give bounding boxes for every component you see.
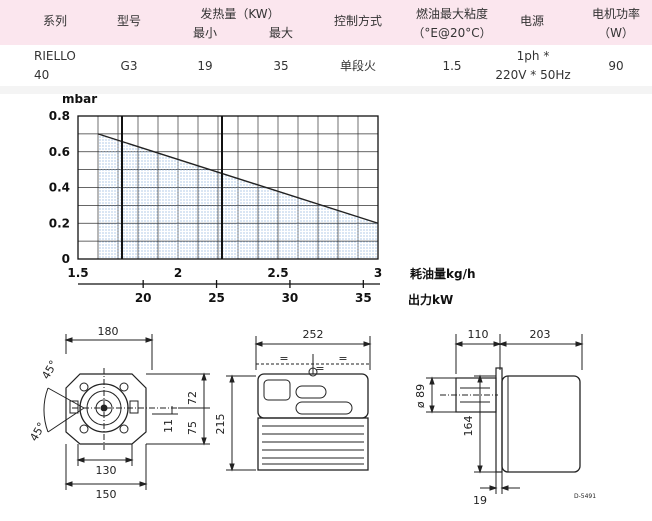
dim-profile-width-110: 110: [468, 328, 489, 341]
chart-x-label: 耗油量kg/h: [410, 266, 476, 281]
chart-x-tick-label: 1.5: [67, 266, 88, 280]
drawing-id: D-5491: [574, 493, 596, 500]
chart-y-tick-label: 0.2: [49, 216, 70, 230]
pressure-chart: mbar 0 0.2 0.4 0.6 0.8 1.5 2 2.5 3 耗油量kg/h 20 25…: [49, 94, 476, 307]
header-motor: 电机功率: [591, 7, 640, 21]
chart-y-tick-label: 0: [62, 252, 70, 266]
header-model: 型号: [116, 14, 141, 28]
dim-profile-diameter: ø 89: [414, 384, 427, 408]
header-viscosity-unit: （°E@20°C）: [412, 26, 492, 40]
chart-x-tick-label: 3: [374, 266, 382, 280]
chart-x2-ticks: 20 25 30 35: [135, 280, 372, 305]
chart-frame: [77, 115, 379, 260]
section-divider: [0, 86, 652, 94]
cell-control: 单段火: [339, 59, 376, 73]
chart-x-tick-label: 2: [174, 266, 182, 280]
chart-x2-tick-label: 20: [135, 291, 152, 305]
chart-x2-tick-label: 30: [282, 291, 299, 305]
spec-table-header: 系列 型号 发热量（KW） 最小 最大 控制方式 燃油最大粘度 （°E@20°C…: [0, 0, 652, 45]
side-view-drawing: [226, 336, 372, 472]
header-heat-min: 最小: [192, 26, 217, 40]
dim-side-equal-left: =: [279, 352, 288, 365]
chart-x2-tick-label: 35: [355, 291, 372, 305]
dim-front-height-75: 75: [186, 421, 199, 435]
front-view-drawing: [43, 334, 210, 490]
dim-side-height: 215: [214, 414, 227, 435]
header-heat-max: 最大: [268, 26, 293, 40]
cell-model: G3: [120, 59, 138, 73]
dim-front-height-72: 72: [186, 391, 199, 405]
dim-profile-flange: 19: [473, 494, 487, 507]
dim-profile-height: 164: [462, 416, 475, 437]
chart-series-line: [97, 133, 379, 224]
chart-x2-label: 出力kW: [408, 292, 453, 307]
dim-profile-width-203: 203: [530, 328, 551, 341]
cell-power-phase: 1ph *: [516, 49, 550, 63]
profile-view-drawing: [426, 334, 584, 494]
cell-heat-min: 19: [197, 59, 213, 73]
dimension-drawings: 180 45° 45° 72 75 11 130 150 252 = = = 2…: [27, 325, 596, 507]
chart-x-tick-label: 2.5: [267, 266, 288, 280]
header-motor-unit: （W）: [598, 26, 634, 40]
dim-front-width-130: 130: [96, 464, 117, 477]
spec-table-row: RIELLO 40 G3 19 35 单段火 1.5 1ph * 220V * …: [0, 45, 652, 86]
chart-x2-tick-label: 25: [208, 291, 225, 305]
chart-x-ticks: 1.5 2 2.5 3: [67, 266, 382, 280]
header-control: 控制方式: [333, 14, 382, 28]
header-series: 系列: [42, 14, 67, 28]
dim-side-equal-center: =: [315, 362, 324, 375]
header-viscosity: 燃油最大粘度: [415, 7, 488, 21]
chart-y-ticks: 0 0.2 0.4 0.6 0.8: [49, 109, 70, 266]
chart-y-tick-label: 0.4: [49, 181, 70, 195]
dim-front-width-150: 150: [96, 488, 117, 501]
dim-front-height-11: 11: [162, 419, 175, 433]
chart-reference-lines: [121, 116, 223, 259]
chart-y-label: mbar: [62, 94, 97, 106]
dim-front-angle-top: 45°: [39, 358, 60, 381]
header-power-supply: 电源: [519, 14, 544, 28]
dim-side-equal-right: =: [338, 352, 347, 365]
cell-viscosity: 1.5: [442, 59, 462, 73]
spec-table: 系列 型号 发热量（KW） 最小 最大 控制方式 燃油最大粘度 （°E@20°C…: [0, 0, 652, 86]
chart-y-tick-label: 0.8: [49, 109, 70, 123]
cell-series-number: 40: [34, 68, 50, 82]
chart-y-tick-label: 0.6: [49, 145, 70, 159]
dim-side-width: 252: [303, 328, 324, 341]
dim-front-width-top: 180: [98, 325, 119, 338]
cell-series-name: RIELLO: [34, 49, 76, 63]
header-heat-output: 发热量（KW）: [200, 7, 280, 21]
cell-power-voltage: 220V * 50Hz: [495, 68, 571, 82]
cell-motor: 90: [608, 59, 624, 73]
chart-area-fill: [98, 133, 378, 259]
cell-heat-max: 35: [273, 59, 289, 73]
